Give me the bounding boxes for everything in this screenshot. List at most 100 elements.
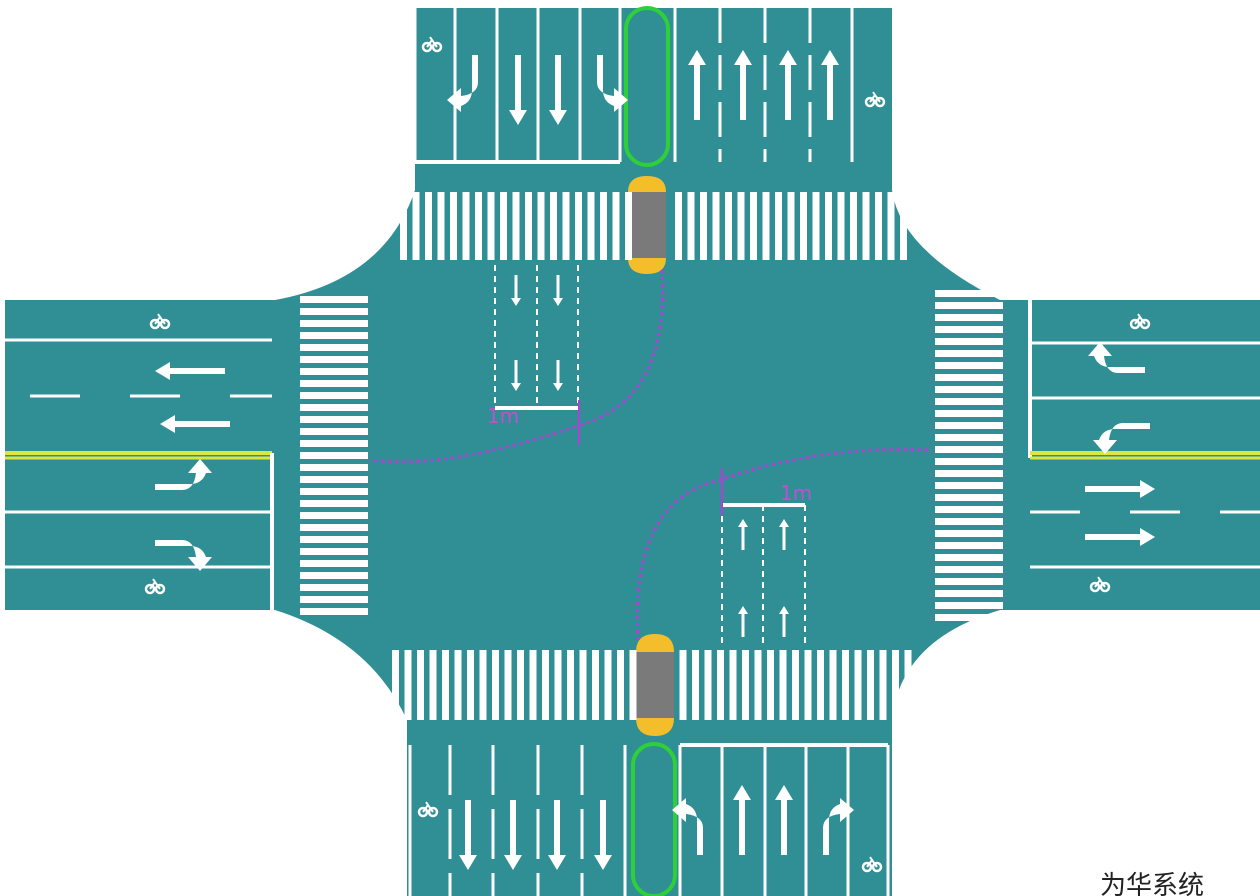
crosswalk-stripe <box>400 192 407 260</box>
crosswalk-stripe <box>579 650 587 720</box>
crosswalk-stripe <box>300 488 368 495</box>
crosswalk-stripe <box>935 506 1003 513</box>
crosswalk-stripe <box>935 542 1003 549</box>
crosswalk-stripe <box>935 374 1003 381</box>
crosswalk-stripe <box>762 192 770 260</box>
crosswalk-stripe <box>442 650 449 720</box>
crosswalk-stripe <box>392 650 399 720</box>
straight-arrow <box>733 785 751 855</box>
crosswalk-stripe <box>935 290 1003 297</box>
straight-arrow <box>734 50 752 120</box>
crosswalk-stripe <box>300 332 368 339</box>
crosswalk-stripe <box>750 192 757 260</box>
crosswalk-stripe <box>504 650 512 720</box>
crosswalk-stripe <box>300 608 368 615</box>
north-setback-label: 1m <box>487 404 519 428</box>
crosswalk-stripe <box>935 578 1003 585</box>
crosswalk-stripe <box>525 192 532 260</box>
crosswalk-stripe <box>300 296 368 303</box>
straight-arrow <box>504 800 522 870</box>
refuge-cap <box>628 258 666 274</box>
straight-arrow <box>548 800 566 870</box>
crosswalk-stripe <box>792 650 799 720</box>
crosswalk-stripe <box>887 192 895 260</box>
crosswalk-stripe <box>600 192 607 260</box>
crosswalk-stripe <box>935 482 1003 489</box>
crosswalk-stripe <box>300 452 368 459</box>
crosswalk-stripe <box>300 536 368 543</box>
straight-arrow <box>1085 480 1155 498</box>
crosswalk-stripe <box>935 338 1003 345</box>
crosswalk-stripe <box>829 650 837 720</box>
crosswalk-stripe <box>935 362 1003 369</box>
crosswalk-stripe <box>300 500 368 507</box>
crosswalk-stripe <box>562 192 570 260</box>
crosswalk-stripe <box>837 192 845 260</box>
crosswalk-stripe <box>935 302 1003 309</box>
crosswalk-stripe <box>935 518 1003 525</box>
crosswalk-stripe <box>935 458 1003 465</box>
left-turn-waiting-zones <box>494 265 806 645</box>
crosswalk-stripe <box>935 554 1003 561</box>
crosswalk-stripe <box>567 650 574 720</box>
crosswalk-stripe <box>935 602 1003 609</box>
left-turn-paths <box>369 269 933 641</box>
crosswalk-stripe <box>892 650 899 720</box>
crosswalk-stripe <box>300 512 368 519</box>
crosswalk-stripe <box>467 650 474 720</box>
crosswalk-stripe <box>935 446 1003 453</box>
crosswalk-stripe <box>554 650 562 720</box>
crosswalk-stripe <box>692 650 699 720</box>
waiting-zone-arrow <box>511 360 521 391</box>
crosswalk-stripe <box>854 650 862 720</box>
crosswalk-stripe <box>617 650 624 720</box>
south-median <box>631 742 677 896</box>
crosswalk-stripe <box>842 650 849 720</box>
crosswalk-stripe <box>492 650 499 720</box>
crosswalk-stripe <box>412 192 420 260</box>
crosswalk-stripe <box>300 356 368 363</box>
crosswalk-stripe <box>300 428 368 435</box>
crosswalk-stripe <box>512 192 520 260</box>
crosswalk-stripe <box>825 192 832 260</box>
crosswalk-stripe <box>804 650 812 720</box>
bicycle-icon <box>1129 313 1151 330</box>
right-turn-arrow <box>1088 342 1145 373</box>
crosswalk-stripe <box>935 590 1003 597</box>
crosswalks <box>300 192 1003 720</box>
south-setback-label: 1m <box>780 481 812 505</box>
bicycle-icon <box>144 578 166 595</box>
crosswalk-stripe <box>300 476 368 483</box>
north-median <box>624 6 670 167</box>
crosswalk-stripe <box>862 192 870 260</box>
crosswalk-stripe <box>404 650 412 720</box>
crosswalk-stripe <box>529 650 537 720</box>
crosswalk-stripe <box>517 650 524 720</box>
bicycle-symbols <box>144 36 1151 873</box>
crosswalk-stripe <box>787 192 795 260</box>
crosswalk-stripe <box>300 596 368 603</box>
crosswalk-stripe <box>300 548 368 555</box>
lane-lines <box>5 8 1260 896</box>
crosswalk-stripe <box>904 650 912 720</box>
crosswalk-stripe <box>935 566 1003 573</box>
straight-arrow <box>160 415 230 433</box>
crosswalk-stripe <box>935 326 1003 333</box>
bicycle-icon <box>149 313 171 330</box>
crosswalk-stripe <box>300 380 368 387</box>
crosswalk-stripe <box>867 650 874 720</box>
crosswalk-stripe <box>935 530 1003 537</box>
bicycle-icon <box>421 36 443 53</box>
medians <box>624 6 677 896</box>
right-turn-arrow <box>155 540 212 571</box>
crosswalk-stripe <box>300 320 368 327</box>
crosswalk-stripe <box>935 434 1003 441</box>
crosswalk-stripe <box>300 584 368 591</box>
bicycle-icon <box>864 91 886 108</box>
crosswalk-stripe <box>817 650 824 720</box>
right-turn-arrow <box>823 798 854 855</box>
straight-arrow <box>509 55 527 125</box>
crosswalk-stripe <box>812 192 820 260</box>
straight-arrow <box>779 50 797 120</box>
bicycle-icon <box>417 801 439 818</box>
